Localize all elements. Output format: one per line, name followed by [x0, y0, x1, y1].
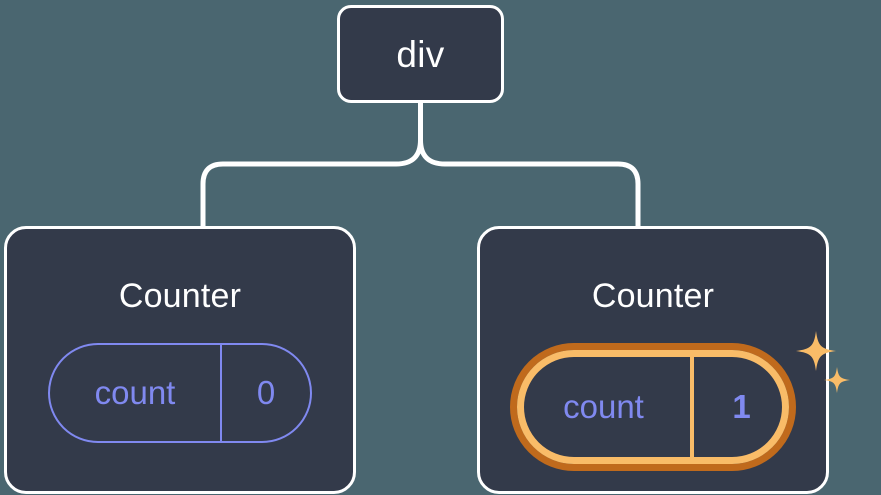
state-pill-left[interactable]: count 0 [48, 343, 312, 443]
node-counter-left[interactable]: Counter count 0 [4, 226, 356, 494]
node-counter-right-title: Counter [591, 277, 715, 315]
sparkle-icon [796, 331, 850, 393]
connector-branch-right [418, 137, 641, 229]
node-div[interactable]: div [337, 5, 504, 103]
state-pill-wrapper-left: count 0 [48, 343, 312, 443]
node-counter-right[interactable]: Counter count 1 [477, 226, 850, 494]
state-pill-right-highlighted[interactable]: count 1 [510, 343, 796, 471]
state-value-right: 1 [732, 388, 751, 425]
node-div-title: div [396, 33, 445, 75]
sparkle-small-icon [824, 367, 850, 393]
sparkle-large-icon [796, 331, 836, 371]
node-counter-left-title: Counter [118, 277, 242, 315]
state-key-right: count [517, 350, 694, 464]
state-key-left: count [50, 345, 222, 441]
state-value-left: 0 [256, 374, 276, 411]
connector-branch-left [200, 137, 423, 229]
state-pill-wrapper-right: count 1 [510, 331, 850, 471]
